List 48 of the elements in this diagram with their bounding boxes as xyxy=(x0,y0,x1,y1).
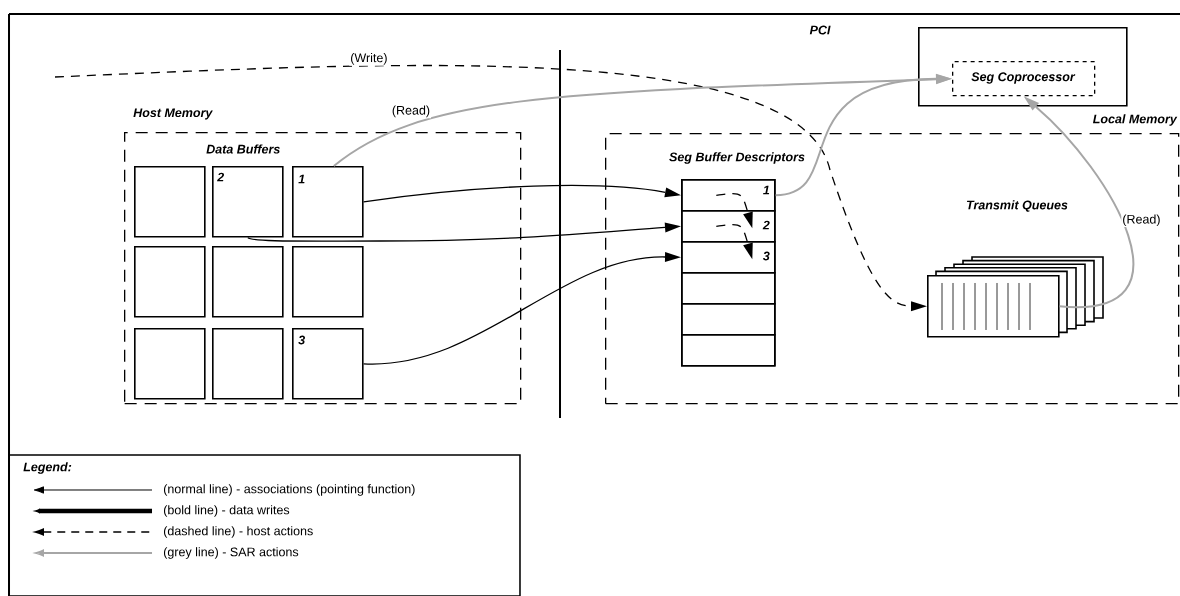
legend-text: (bold line) - data writes xyxy=(164,505,290,517)
edge-label: (Read) xyxy=(390,104,432,119)
buffer-box xyxy=(212,166,284,238)
arrow xyxy=(54,64,927,312)
arrow xyxy=(715,224,753,260)
buffer-box xyxy=(292,328,364,400)
number: 3 xyxy=(762,251,770,261)
heading: Seg Buffer Descriptors xyxy=(669,152,805,164)
arrow xyxy=(362,184,681,203)
descriptor-row xyxy=(681,334,776,367)
heading: Host Memory xyxy=(133,108,213,120)
number: 3 xyxy=(298,335,305,345)
buffer-box xyxy=(292,166,364,238)
dashed-region xyxy=(124,132,522,405)
arrow xyxy=(774,73,952,197)
heading: Transmit Queues xyxy=(966,200,1068,212)
descriptor-row xyxy=(681,303,776,336)
heading: Data Buffers xyxy=(206,144,280,154)
buffer-box xyxy=(134,166,206,238)
legend-text: (grey line) - SAR actions xyxy=(164,547,299,559)
buffer-box xyxy=(134,246,206,318)
legend-text: (normal line) - associations (pointing function) xyxy=(164,484,415,496)
buffer-box xyxy=(212,328,284,400)
number: 2 xyxy=(217,172,225,182)
label: PCI xyxy=(809,25,831,35)
descriptor-row xyxy=(681,210,776,243)
dashed-region xyxy=(605,133,1180,405)
descriptor-row xyxy=(681,179,776,212)
queue-stack-drawing xyxy=(927,256,1104,338)
arrow xyxy=(1023,96,1134,308)
buffer-box xyxy=(212,246,284,318)
descriptor-row xyxy=(681,272,776,305)
descriptor-row xyxy=(681,241,776,274)
arrow xyxy=(715,193,753,229)
buffer-box xyxy=(134,328,206,400)
edge-label: (Write) xyxy=(349,52,389,66)
edge-label: (Read) xyxy=(1121,213,1162,228)
number: 1 xyxy=(298,174,305,184)
arrow xyxy=(362,252,681,365)
number: 2 xyxy=(762,220,770,230)
dotted-box xyxy=(952,61,1096,97)
buffer-box xyxy=(292,246,364,318)
chip-box xyxy=(918,27,1128,107)
label: Legend: xyxy=(23,462,72,474)
box-label: Seg Coprocessor xyxy=(971,72,1076,84)
heading: Local Memory xyxy=(1092,114,1178,126)
number: 1 xyxy=(763,185,770,195)
legend-text: (dashed line) - host actions xyxy=(164,526,313,538)
